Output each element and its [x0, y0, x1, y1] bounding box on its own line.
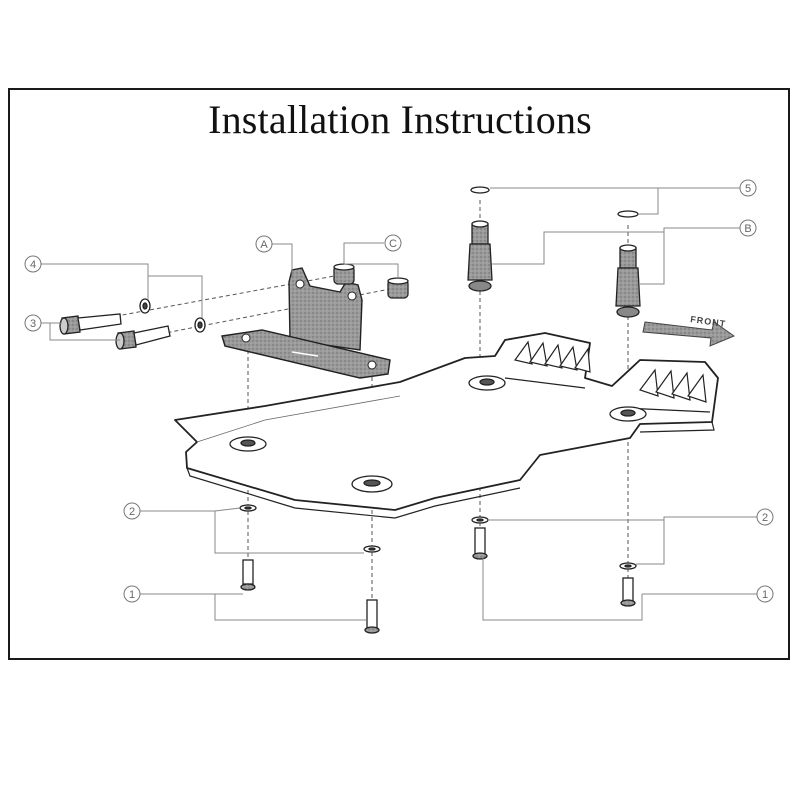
- skid-plate: [174, 332, 719, 519]
- standoffs-b: [467, 220, 641, 318]
- spacers-c: [333, 263, 409, 299]
- page-title: Installation Instructions: [208, 97, 592, 142]
- front-label: FRONT: [690, 314, 727, 329]
- svg-text:5: 5: [745, 183, 751, 195]
- callout-2-left: 2: [123, 502, 141, 520]
- svg-text:1: 1: [762, 589, 768, 601]
- callout-markers: 4 3 A C 5 B 2 1: [24, 179, 774, 603]
- louver-vents-right: [624, 368, 711, 413]
- washers-5: [470, 186, 639, 218]
- svg-text:A: A: [260, 239, 268, 251]
- callout-5: 5: [739, 179, 757, 197]
- louver-vents-left: [504, 340, 591, 389]
- svg-text:2: 2: [129, 506, 135, 518]
- bracket-a: [221, 267, 391, 379]
- leader-lines: [40, 187, 757, 621]
- svg-text:C: C: [389, 238, 397, 250]
- callout-3: 3: [24, 314, 42, 332]
- callout-b: B: [739, 219, 757, 237]
- callout-1-right: 1: [756, 585, 774, 603]
- callout-c: C: [384, 234, 402, 252]
- front-direction-arrow: FRONT: [642, 314, 736, 347]
- washers-4: [139, 298, 206, 333]
- callout-2-right: 2: [756, 508, 774, 526]
- svg-text:3: 3: [30, 318, 36, 330]
- svg-text:1: 1: [129, 589, 135, 601]
- svg-text:B: B: [744, 223, 751, 235]
- svg-text:4: 4: [30, 259, 36, 271]
- callout-a: A: [255, 235, 273, 253]
- bolts-3: [59, 313, 171, 350]
- bolts-1: [240, 527, 636, 634]
- callout-4: 4: [24, 255, 42, 273]
- washers-2: [239, 504, 637, 570]
- svg-text:2: 2: [762, 512, 768, 524]
- callout-1-left: 1: [123, 585, 141, 603]
- mounting-holes: [229, 375, 647, 493]
